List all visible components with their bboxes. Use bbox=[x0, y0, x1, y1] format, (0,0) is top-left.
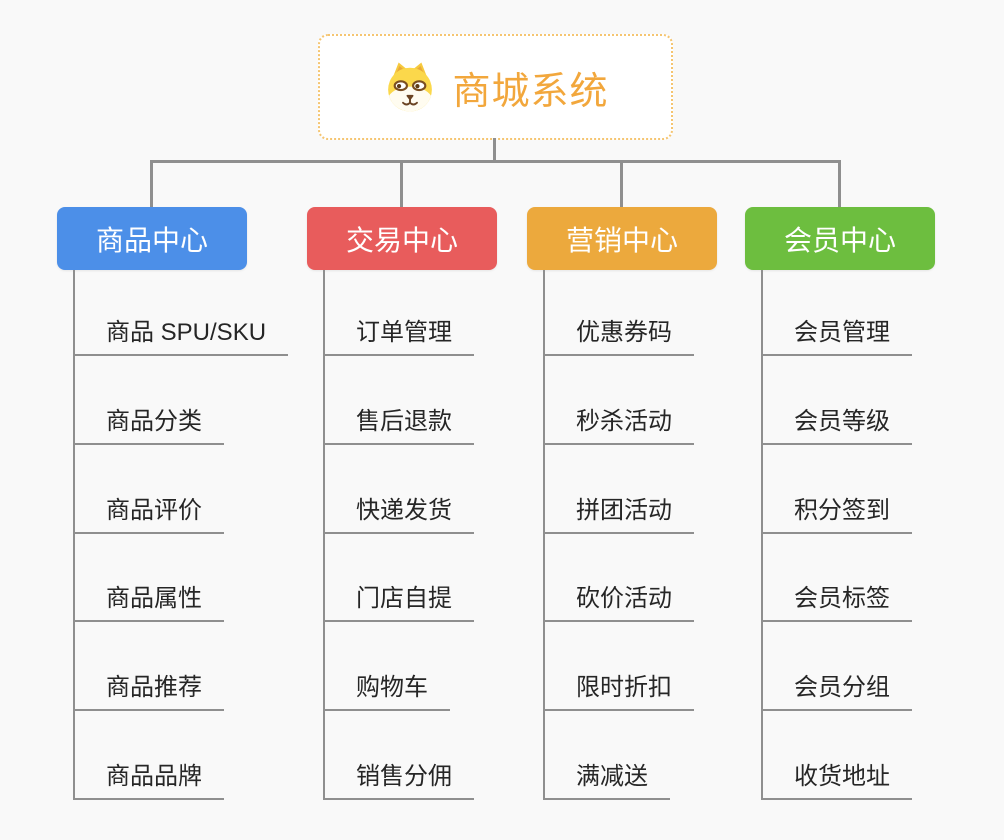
branch-item: 会员分组 bbox=[763, 622, 935, 712]
connector-drop-4 bbox=[838, 160, 841, 208]
branch-item: 会员等级 bbox=[763, 356, 935, 445]
branch-header-label: 营销中心 bbox=[565, 224, 678, 256]
branch-1: 商品中心 商品 SPU/SKU 商品分类 商品评价 商品属性 商品推荐 商品品牌 bbox=[57, 207, 289, 800]
branch-item: 商品品牌 bbox=[75, 711, 247, 800]
connector-drop-3 bbox=[620, 160, 623, 208]
branch-item: 商品分类 bbox=[75, 356, 247, 445]
branch-item-label[interactable]: 砍价活动 bbox=[545, 578, 694, 623]
branch-item: 收货地址 bbox=[763, 711, 935, 800]
branch-item-label[interactable]: 售后退款 bbox=[325, 401, 474, 445]
branch-item: 购物车 bbox=[325, 622, 497, 712]
branch-items: 商品 SPU/SKU 商品分类 商品评价 商品属性 商品推荐 商品品牌 bbox=[73, 270, 289, 800]
branch-item: 积分签到 bbox=[763, 445, 935, 534]
branch-item-label[interactable]: 秒杀活动 bbox=[545, 401, 694, 445]
branch-items: 订单管理 售后退款 快递发货 门店自提 购物车 销售分佣 bbox=[323, 270, 497, 800]
branch-items: 优惠券码 秒杀活动 拼团活动 砍价活动 限时折扣 满减送 bbox=[543, 270, 717, 800]
branch-item: 满减送 bbox=[545, 711, 717, 800]
branch-header[interactable]: 交易中心 bbox=[307, 207, 497, 270]
branch-item: 会员标签 bbox=[763, 534, 935, 623]
branch-item: 优惠券码 bbox=[545, 270, 717, 356]
branch-header[interactable]: 商品中心 bbox=[57, 207, 247, 270]
branch-items: 会员管理 会员等级 积分签到 会员标签 会员分组 收货地址 bbox=[761, 270, 935, 800]
branch-item: 会员管理 bbox=[763, 270, 935, 356]
branch-item-label[interactable]: 会员标签 bbox=[763, 578, 912, 623]
branch-item: 销售分佣 bbox=[325, 711, 497, 800]
branch-item: 限时折扣 bbox=[545, 622, 717, 712]
dog-face-icon bbox=[388, 62, 433, 112]
branch-item-label[interactable]: 商品 SPU/SKU bbox=[75, 312, 289, 356]
branch-3: 营销中心 优惠券码 秒杀活动 拼团活动 砍价活动 限时折扣 满减送 bbox=[527, 207, 717, 800]
branch-item-label[interactable]: 商品推荐 bbox=[75, 667, 224, 712]
root-node[interactable]: 商城系统 bbox=[318, 34, 673, 140]
branch-item: 拼团活动 bbox=[545, 445, 717, 534]
branch-item-label[interactable]: 商品属性 bbox=[75, 578, 224, 623]
branch-item: 秒杀活动 bbox=[545, 356, 717, 445]
branch-header-label: 商品中心 bbox=[95, 224, 208, 256]
branch-item-label[interactable]: 销售分佣 bbox=[325, 756, 474, 800]
branch-item-label[interactable]: 收货地址 bbox=[763, 756, 912, 800]
connector-drop-2 bbox=[400, 160, 403, 208]
branch-item: 订单管理 bbox=[325, 270, 497, 356]
branch-item-label[interactable]: 购物车 bbox=[325, 667, 450, 712]
branch-item: 商品推荐 bbox=[75, 622, 247, 712]
branch-header-label: 交易中心 bbox=[345, 224, 458, 256]
branch-item-label[interactable]: 商品品牌 bbox=[75, 756, 224, 800]
branch-header[interactable]: 营销中心 bbox=[527, 207, 717, 270]
branch-header-label: 会员中心 bbox=[783, 224, 896, 256]
branch-item-label[interactable]: 优惠券码 bbox=[545, 312, 694, 356]
branch-item-label[interactable]: 会员等级 bbox=[763, 401, 912, 445]
root-title: 商城系统 bbox=[452, 70, 609, 113]
connector-drop-1 bbox=[150, 160, 153, 208]
connector-root-stub bbox=[493, 138, 496, 162]
branch-item-label[interactable]: 拼团活动 bbox=[545, 490, 694, 534]
branch-item-label[interactable]: 商品分类 bbox=[75, 401, 224, 445]
connector-rail bbox=[150, 160, 841, 163]
branch-item-label[interactable]: 会员管理 bbox=[763, 312, 912, 356]
branch-item: 售后退款 bbox=[325, 356, 497, 445]
branch-item-label[interactable]: 商品评价 bbox=[75, 490, 224, 534]
branch-item-label[interactable]: 积分签到 bbox=[763, 490, 912, 534]
branch-2: 交易中心 订单管理 售后退款 快递发货 门店自提 购物车 销售分佣 bbox=[307, 207, 497, 800]
branch-item: 商品 SPU/SKU bbox=[75, 270, 289, 356]
branch-item-label[interactable]: 订单管理 bbox=[325, 312, 474, 356]
branch-item-label[interactable]: 会员分组 bbox=[763, 667, 912, 712]
branch-header[interactable]: 会员中心 bbox=[745, 207, 935, 270]
branch-item-label[interactable]: 满减送 bbox=[545, 756, 670, 800]
branch-item: 砍价活动 bbox=[545, 534, 717, 623]
branch-item: 快递发货 bbox=[325, 445, 497, 534]
branch-item: 门店自提 bbox=[325, 534, 497, 623]
branch-item: 商品评价 bbox=[75, 445, 247, 534]
branch-item: 商品属性 bbox=[75, 534, 247, 623]
branch-4: 会员中心 会员管理 会员等级 积分签到 会员标签 会员分组 收货地址 bbox=[745, 207, 935, 800]
branch-item-label[interactable]: 限时折扣 bbox=[545, 667, 694, 712]
branch-item-label[interactable]: 门店自提 bbox=[325, 578, 474, 623]
branch-item-label[interactable]: 快递发货 bbox=[325, 490, 474, 534]
